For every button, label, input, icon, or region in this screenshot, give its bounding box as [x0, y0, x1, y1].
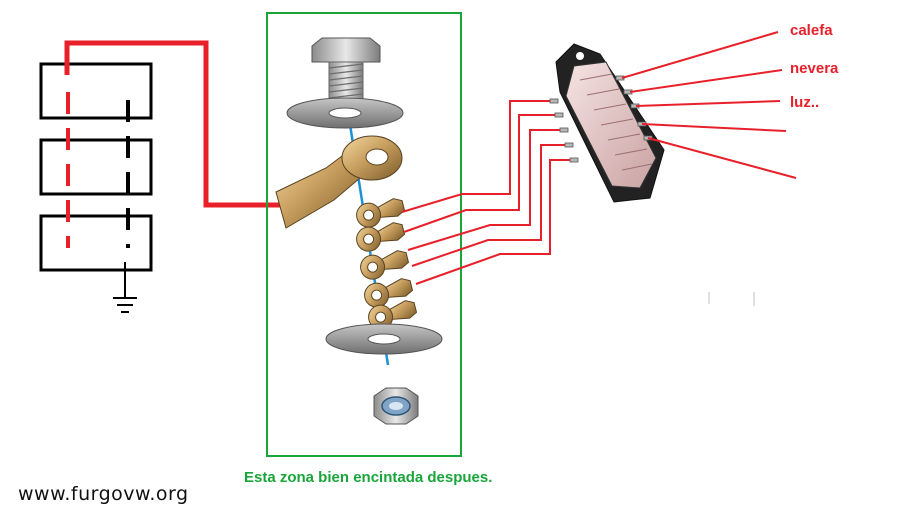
fuse-feed-wires	[401, 100, 574, 285]
faint-mark	[708, 292, 755, 306]
circuit-label-nevera: nevera	[790, 60, 839, 77]
feed-wire-1	[401, 100, 556, 213]
output-wire-5	[647, 137, 797, 179]
battery-bank	[39, 62, 153, 313]
output-wire-calefa	[621, 31, 779, 79]
battery-3	[39, 214, 153, 272]
washer-top	[286, 97, 404, 129]
feed-wire-2	[403, 114, 560, 233]
feed-wire-4	[411, 144, 570, 267]
ring-terminal	[357, 246, 411, 283]
feed-wire-3	[407, 129, 565, 251]
feed-wire-5	[415, 159, 574, 285]
output-wire-luz	[635, 100, 781, 107]
watermark-url: www.furgovw.org	[18, 483, 189, 505]
fuse-box	[549, 43, 665, 203]
main-positive-cable	[64, 40, 282, 208]
circuit-label-luz: luz..	[790, 94, 820, 111]
output-wire-nevera	[629, 69, 783, 93]
bolt	[311, 37, 381, 103]
ring-terminal-stack	[353, 194, 419, 333]
circuit-output-wires	[621, 31, 797, 179]
washer-bottom	[325, 323, 443, 355]
ground-symbol-icon	[113, 262, 137, 313]
battery-cable-lug	[275, 135, 403, 229]
output-wire-4	[641, 123, 787, 132]
battery-2	[39, 138, 153, 196]
lock-nut	[373, 387, 419, 425]
battery-1	[39, 62, 153, 120]
fuse-box-mount-hole	[576, 52, 584, 60]
circuit-label-calefa: calefa	[790, 22, 833, 39]
zone-caption: Esta zona bien encintada despues.	[244, 469, 493, 486]
